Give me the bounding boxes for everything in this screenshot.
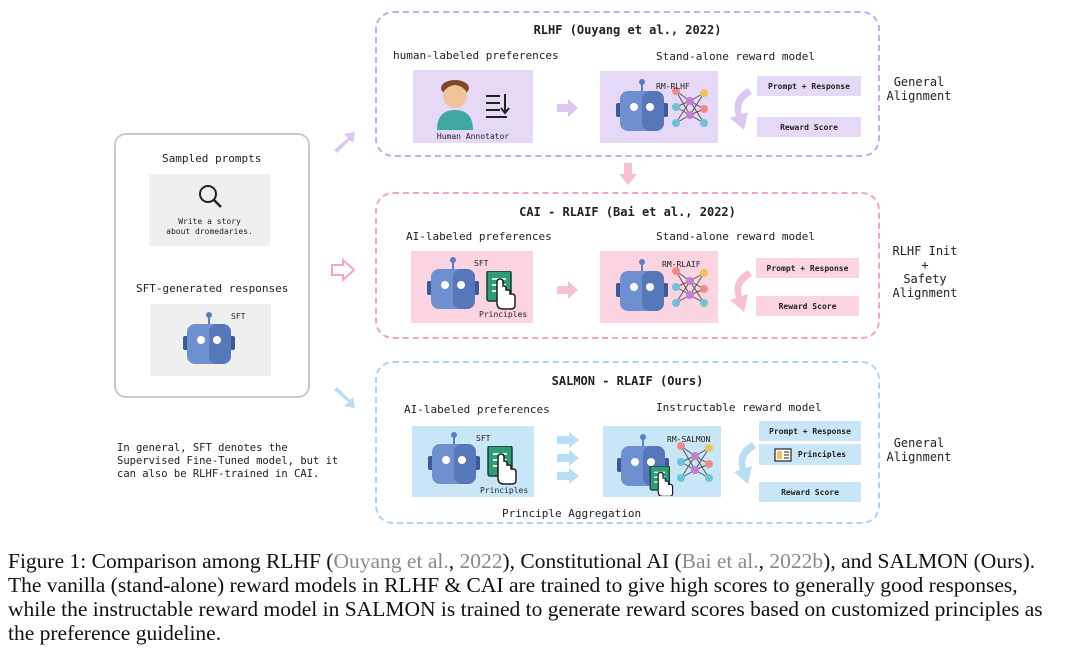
search-icon xyxy=(199,185,222,208)
cai-side-label: RLHF Init + Safety Alignment xyxy=(885,244,965,300)
note-line1: In general, SFT denotes the xyxy=(117,442,288,454)
prompt-text-line2: about dromedaries. xyxy=(166,227,253,236)
caption-part5: ), and SALMON (Ours). The vanilla (stand… xyxy=(8,549,1043,645)
neural-network-icon xyxy=(677,441,714,483)
salmon-multi-arrow-icon xyxy=(557,432,579,484)
sft-label: SFT xyxy=(231,312,246,321)
cai-principles-label: Principles xyxy=(479,310,528,319)
prompt-card: Write a story about dromedaries. xyxy=(149,174,270,246)
caption-cite-ouyang-year[interactable]: 2022 xyxy=(459,549,503,573)
salmon-curved-arrow-icon xyxy=(734,442,756,484)
salmon-sft-label: SFT xyxy=(476,434,491,443)
salmon-reward-score-tag: Reward Score xyxy=(759,482,861,502)
neural-network-icon xyxy=(672,266,709,308)
rlhf-left-label: human-labeled preferences xyxy=(393,49,559,62)
caption-part2: , xyxy=(448,549,460,573)
arrow-to-rlhf-icon xyxy=(334,132,355,153)
cai-side-line1: RLHF Init xyxy=(892,244,958,258)
principle-aggregation-label: Principle Aggregation xyxy=(502,507,642,520)
rlhf-flow-arrow-icon xyxy=(557,99,578,117)
rlhf-to-cai-arrow-icon xyxy=(619,163,637,185)
rlhf-rm-card: RM-RLHF xyxy=(600,71,718,143)
salmon-left-label: AI-labeled preferences xyxy=(404,403,550,416)
note-line2: Supervised Fine-Tuned model, but it xyxy=(117,455,339,467)
rlhf-reward-score-tag: Reward Score xyxy=(757,117,861,137)
salmon-rm-card: RM-SALMON xyxy=(603,426,721,497)
book-icon xyxy=(774,447,792,462)
prompt-text-line1: Write a story xyxy=(178,217,241,226)
annotator-label: Human Annotator xyxy=(436,132,510,141)
rlhf-annotator-card: Human Annotator xyxy=(413,70,533,143)
salmon-sft-card: SFT Principles xyxy=(412,426,534,497)
cai-side-line4: Alignment xyxy=(892,286,958,300)
rlhf-side-label: General Alignment xyxy=(885,75,953,103)
cai-right-label: Stand-alone reward model xyxy=(656,230,815,243)
principles-document-icon xyxy=(649,466,674,496)
cai-rm-card: RM-RLAIF xyxy=(600,251,718,323)
cai-left-label: AI-labeled preferences xyxy=(406,230,552,243)
salmon-panel xyxy=(375,361,880,524)
salmon-side-line2: Alignment xyxy=(886,450,952,464)
rm-salmon-label: RM-SALMON xyxy=(667,435,711,444)
caption-cite-ouyang[interactable]: Ouyang et al. xyxy=(333,549,449,573)
salmon-side-label: General Alignment xyxy=(885,436,953,464)
salmon-side-line1: General xyxy=(893,436,945,450)
salmon-principles-tag: Principles xyxy=(759,444,861,465)
rlhf-right-label: Stand-alone reward model xyxy=(656,50,815,63)
cai-curved-arrow-icon xyxy=(730,270,752,312)
salmon-principles-tag-label: Principles xyxy=(797,450,847,459)
salmon-right-label: Instructable reward model xyxy=(656,401,822,414)
salmon-title: SALMON - RLAIF (Ours) xyxy=(551,374,704,388)
caption-cite-bai[interactable]: Bai et al. xyxy=(681,549,759,573)
rlhf-curved-arrow-icon xyxy=(730,88,752,130)
list-sort-icon xyxy=(486,94,510,118)
salmon-prompt-response-tag: Prompt + Response xyxy=(759,421,861,441)
principles-document-icon xyxy=(487,446,517,485)
rlhf-side-line1: General xyxy=(893,75,945,89)
rm-rlaif-label: RM-RLAIF xyxy=(662,260,701,269)
caption-part3: ), Constitutional AI ( xyxy=(502,549,682,573)
cai-sft-card: SFT Principles xyxy=(411,251,533,323)
caption-part4: , xyxy=(758,549,770,573)
cai-reward-score-tag: Reward Score xyxy=(756,296,859,316)
salmon-principles-label: Principles xyxy=(480,486,529,495)
caption-part1: Figure 1: Comparison among RLHF ( xyxy=(8,549,334,573)
principles-document-icon xyxy=(486,271,516,310)
cai-flow-arrow-icon xyxy=(557,281,578,299)
sampled-prompts-label: Sampled prompts xyxy=(162,152,262,165)
cai-prompt-response-tag: Prompt + Response xyxy=(756,258,859,278)
arrow-to-cai-icon xyxy=(331,258,356,282)
rlhf-side-line2: Alignment xyxy=(886,89,952,103)
cai-sft-label: SFT xyxy=(474,259,489,268)
note-line3: can also be RLHF-trained in CAI. xyxy=(117,468,320,480)
neural-network-icon xyxy=(672,86,709,128)
sft-card: SFT xyxy=(150,304,271,376)
cai-panel xyxy=(375,192,880,339)
cai-side-line2: + xyxy=(921,258,929,272)
human-annotator-icon xyxy=(437,80,473,130)
rlhf-prompt-response-tag: Prompt + Response xyxy=(757,76,861,96)
sft-responses-label: SFT-generated responses xyxy=(136,282,289,295)
rm-rlhf-label: RM-RLHF xyxy=(656,82,690,91)
caption-cite-bai-year[interactable]: 2022b xyxy=(769,549,824,573)
figure-caption: Figure 1: Comparison among RLHF (Ouyang … xyxy=(8,549,1066,645)
rlhf-title: RLHF (Ouyang et al., 2022) xyxy=(533,23,722,37)
arrow-to-salmon-icon xyxy=(334,387,355,408)
rlhf-panel xyxy=(375,11,880,157)
cai-title: CAI - RLAIF (Bai et al., 2022) xyxy=(519,205,736,219)
cai-side-line3: Safety xyxy=(903,272,947,286)
